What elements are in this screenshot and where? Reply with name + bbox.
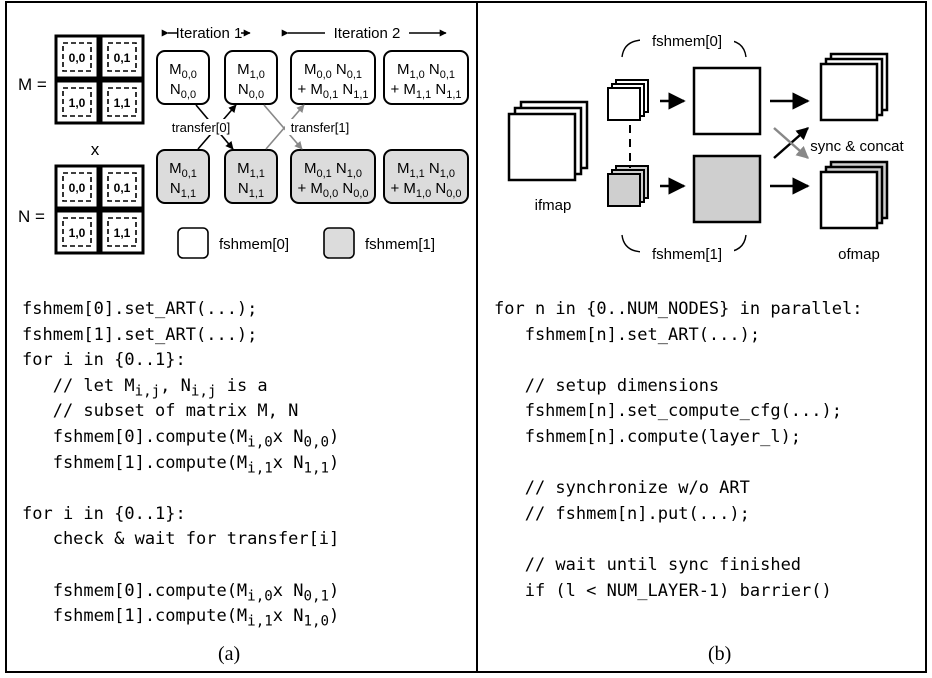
fshmem0-box-iter2-b: M1,0 N0,1 + M1,1 N1,1 bbox=[383, 50, 469, 105]
fshmem0-unit bbox=[692, 66, 762, 136]
svg-text:+ M0,1 N1,1: + M0,1 N1,1 bbox=[297, 81, 368, 101]
svg-text:+ M0,0 N0,0: + M0,0 N0,0 bbox=[297, 180, 368, 200]
code-line: fshmem[1].compute(Mi,1x N1,0) bbox=[22, 606, 340, 630]
transfer-1-label: transfer[1] bbox=[291, 120, 350, 135]
code-line: fshmem[1].set_ART(...); bbox=[22, 324, 258, 345]
transfer-0-label: transfer[0] bbox=[172, 120, 231, 135]
code-line bbox=[22, 553, 339, 579]
code-line: check & wait for transfer[i] bbox=[22, 529, 340, 550]
legend-white-swatch bbox=[177, 227, 209, 259]
matrix-m-cell-00: 0,0 bbox=[69, 51, 86, 65]
code-line: // let Mi,j, Ni,j is a bbox=[22, 375, 268, 400]
legend-fshmem0-label: fshmem[0] bbox=[219, 236, 289, 253]
panel-a-code: fshmem[0].set_ART(...); fshmem[1].set_ART… bbox=[22, 297, 339, 630]
ifmap-label: ifmap bbox=[535, 197, 572, 214]
fshmem1-box-iter2-b: M1,1 N1,0 + M1,0 N0,0 bbox=[383, 149, 469, 204]
panel-b-diagram: ifmap fshmem[0] fshmem[1] bbox=[507, 30, 905, 263]
matrix-m-label: M = bbox=[18, 75, 47, 94]
code-line: for i in {0..1}: bbox=[22, 350, 186, 371]
code-line: fshmem[n].set_ART(...); bbox=[494, 324, 761, 345]
matrix-n-cell-00: 0,0 bbox=[69, 181, 86, 195]
fshmem1-box-iter2-a: M0,1 N1,0 + M0,0 N0,0 bbox=[290, 149, 376, 204]
ofmap-label: ofmap bbox=[838, 246, 880, 263]
matrix-m-cell-10: 1,0 bbox=[69, 96, 86, 110]
fshmem1-box-iter1-a: M0,1 N1,1 bbox=[156, 149, 210, 204]
code-line bbox=[494, 451, 862, 477]
code-line: fshmem[0].set_ART(...); bbox=[22, 299, 258, 319]
fshmem1-label: fshmem[1] bbox=[652, 246, 722, 263]
code-line: // setup dimensions bbox=[494, 375, 720, 396]
matrix-n: 0,0 0,1 1,0 1,1 bbox=[54, 164, 145, 255]
fshmem1-box-iter1-b: M1,1 N1,1 bbox=[224, 149, 278, 204]
code-line bbox=[494, 527, 862, 553]
code-line: // subset of matrix M, N bbox=[22, 401, 299, 422]
legend-gray-swatch bbox=[323, 227, 355, 259]
fshmem1-unit bbox=[692, 154, 762, 224]
ifmap-slice-top bbox=[607, 79, 649, 121]
sync-arrow-down bbox=[773, 127, 809, 159]
code-line: fshmem[0].compute(Mi,0x N0,1) bbox=[22, 580, 340, 604]
legend-fshmem1-label: fshmem[1] bbox=[365, 236, 435, 253]
code-line: fshmem[0].compute(Mi,0x N0,0) bbox=[22, 426, 340, 451]
ifmap-slice-bottom bbox=[607, 165, 649, 207]
sync-label: sync & concat bbox=[810, 138, 904, 155]
matrix-m-cell-11: 1,1 bbox=[114, 96, 131, 110]
figure-border bbox=[5, 1, 927, 673]
matrix-m: 0,0 0,1 1,0 1,1 bbox=[54, 34, 145, 125]
panel-b-code: for n in {0..NUM_NODES} in parallel: fsh… bbox=[494, 297, 862, 604]
matrix-n-cell-10: 1,0 bbox=[69, 226, 86, 240]
fshmem0-box-iter1-a: M0,0 N0,0 bbox=[156, 50, 210, 105]
ifmap-stack bbox=[507, 100, 589, 182]
ofmap-stack-top bbox=[819, 52, 889, 122]
matrix-n-cell-01: 0,1 bbox=[114, 181, 131, 195]
code-line: fshmem[n].set_compute_cfg(...); bbox=[494, 401, 842, 422]
code-line bbox=[22, 476, 339, 502]
code-line: fshmem[1].compute(Mi,1x N1,1) bbox=[22, 452, 340, 476]
svg-text:+ M1,1 N1,1: + M1,1 N1,1 bbox=[390, 81, 461, 101]
code-line bbox=[494, 348, 862, 374]
code-line: for n in {0..NUM_NODES} in parallel: bbox=[494, 299, 863, 319]
times-label: x bbox=[91, 140, 100, 159]
matrix-m-cell-01: 0,1 bbox=[114, 51, 131, 65]
matrix-n-label: N = bbox=[18, 207, 45, 226]
code-line: // synchronize w/o ART bbox=[494, 478, 750, 499]
matrix-n-cell-11: 1,1 bbox=[114, 226, 131, 240]
fshmem0-box-iter1-b: M1,0 N0,0 bbox=[224, 50, 278, 105]
fshmem0-box-iter2-a: M0,0 N0,1 + M0,1 N1,1 bbox=[290, 50, 376, 105]
transfer-arrow-1-down bbox=[263, 104, 303, 150]
panel-b-caption: (b) bbox=[708, 643, 732, 665]
code-line: // fshmem[n].put(...); bbox=[494, 503, 750, 524]
iteration-1-label: Iteration 1 bbox=[176, 25, 243, 42]
panel-a-caption: (a) bbox=[218, 643, 241, 665]
iteration-2-label: Iteration 2 bbox=[334, 25, 401, 42]
svg-text:+ M1,0 N0,0: + M1,0 N0,0 bbox=[390, 180, 461, 200]
fshmem0-label: fshmem[0] bbox=[652, 33, 722, 50]
code-line: for i in {0..1}: bbox=[22, 503, 186, 524]
code-line: if (l < NUM_LAYER-1) barrier() bbox=[494, 580, 832, 601]
code-line: // wait until sync finished bbox=[494, 554, 802, 575]
code-line: fshmem[n].compute(layer_l); bbox=[494, 426, 802, 447]
panel-a-diagram: 0,0 0,1 1,0 1,1 M = x 0,0 0,1 1,0 1,1 N … bbox=[18, 22, 469, 259]
ofmap-stack-bottom bbox=[819, 160, 889, 230]
